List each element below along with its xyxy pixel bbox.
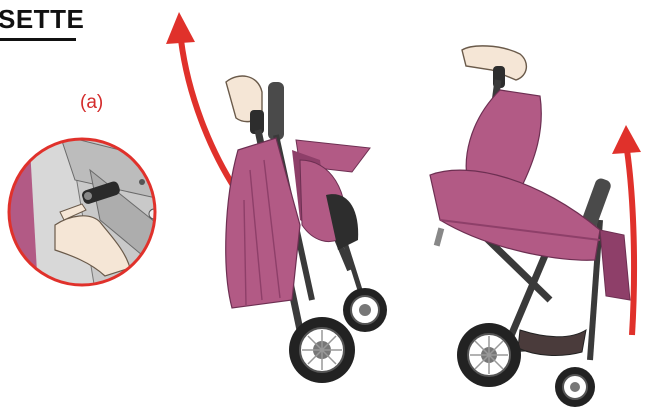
release-lever-detail xyxy=(0,130,170,300)
lift-arrow-left-icon xyxy=(166,12,236,190)
stroller-tilted-lift xyxy=(430,46,630,407)
stroller-folded-lift xyxy=(226,76,387,383)
lift-arrow-right-icon xyxy=(612,125,641,335)
